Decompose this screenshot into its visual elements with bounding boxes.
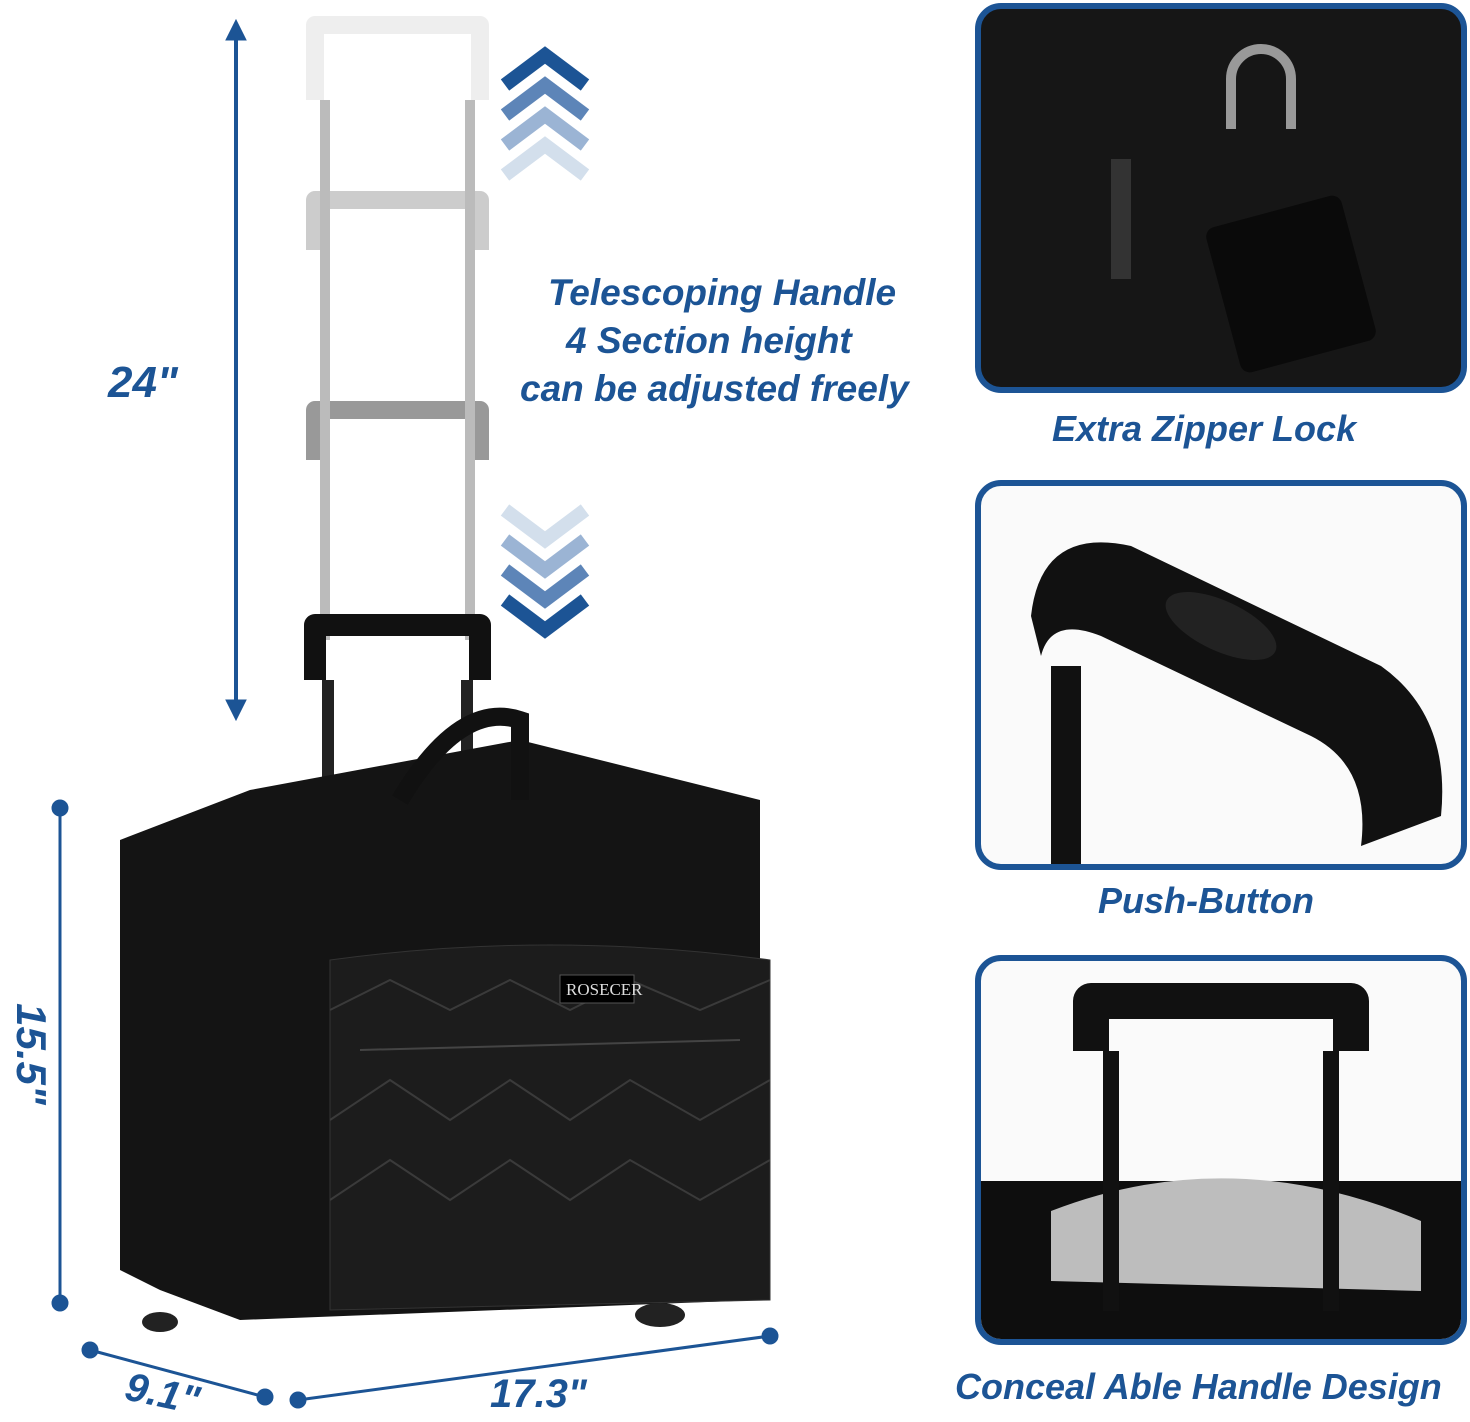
feature-panel-concealed-handle xyxy=(975,955,1467,1345)
dimension-lines xyxy=(51,799,779,1409)
feature-panel-zipper-lock xyxy=(975,3,1467,393)
down-chevrons-icon xyxy=(500,504,590,639)
brand-label: ROSECER xyxy=(566,980,643,999)
concealed-handle-icon xyxy=(981,983,1461,1339)
up-chevrons-icon xyxy=(500,46,590,181)
dimension-height-total: 24" xyxy=(108,358,178,407)
handle-push-button-icon xyxy=(1031,542,1443,864)
feature-panel-push-button xyxy=(975,480,1467,870)
height-arrow-24 xyxy=(225,18,247,722)
combination-lock-icon xyxy=(1111,44,1376,373)
dimension-height-bag: 15.5" xyxy=(7,1003,55,1105)
feature-caption-zipper-lock: Extra Zipper Lock xyxy=(1052,408,1357,449)
bag-body xyxy=(120,707,771,1332)
headline-line-3: can be adjusted freely xyxy=(520,368,909,409)
dimension-width: 17.3" xyxy=(490,1372,587,1416)
headline-line-2: 4 Section height xyxy=(566,320,852,361)
feature-caption-concealed-handle: Conceal Able Handle Design xyxy=(955,1366,1442,1407)
headline-line-1: Telescoping Handle xyxy=(548,272,897,313)
feature-caption-push-button: Push-Button xyxy=(1098,880,1314,921)
telescoping-handle-positions xyxy=(304,16,491,780)
